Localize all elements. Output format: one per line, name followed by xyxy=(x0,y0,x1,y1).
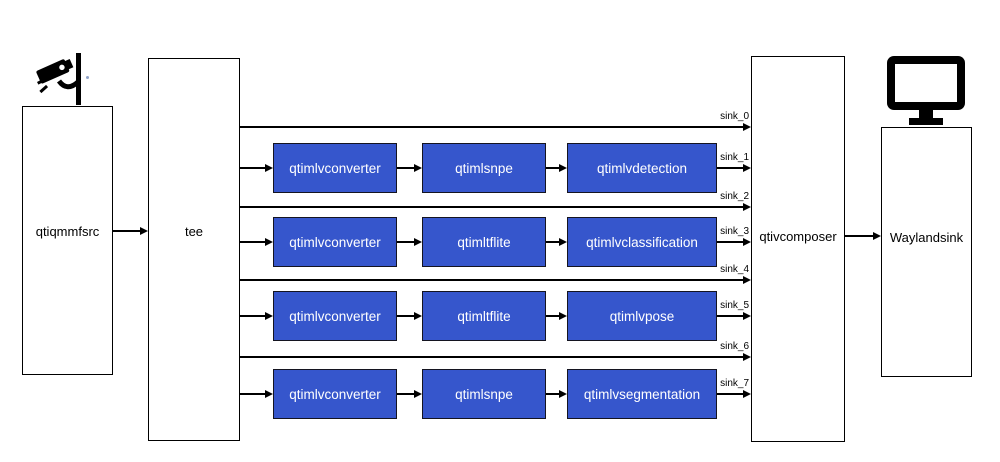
connector-arrow xyxy=(546,390,567,398)
connector-arrow xyxy=(240,164,273,172)
element-label: qtimlvconverter xyxy=(289,308,381,324)
arrowhead-icon xyxy=(743,238,751,246)
branch-line-sink0 xyxy=(240,123,751,131)
arrowhead-icon xyxy=(743,276,751,284)
arrowhead-icon xyxy=(414,238,422,246)
sink-pad-label: sink_1 xyxy=(720,152,749,163)
arrowhead-icon xyxy=(743,312,751,320)
arrowhead-icon xyxy=(873,232,881,240)
node-tee-label: tee xyxy=(184,224,204,239)
node-qtiqmmfsrc: qtiqmmfsrc xyxy=(22,106,113,375)
element-box: qtimltflite xyxy=(422,217,546,267)
branch-line-sink4 xyxy=(240,276,751,284)
element-box: qtimlvsegmentation xyxy=(567,369,717,419)
element-label: qtimlvdetection xyxy=(596,160,688,176)
element-box: qtimlvconverter xyxy=(273,291,397,341)
connector-arrow xyxy=(240,390,273,398)
arrowhead-icon xyxy=(559,390,567,398)
element-label: qtimlvconverter xyxy=(289,160,381,176)
arrowhead-icon xyxy=(559,238,567,246)
arrowhead-icon xyxy=(743,353,751,361)
sink-pad-label: sink_5 xyxy=(720,300,749,311)
connector-arrow xyxy=(397,164,422,172)
arrowhead-icon xyxy=(414,390,422,398)
element-box: qtimlvconverter xyxy=(273,143,397,193)
sink-pad-label: sink_4 xyxy=(720,264,749,275)
element-box: qtimlvdetection xyxy=(567,143,717,193)
element-label: qtimlvconverter xyxy=(289,234,381,250)
connector-arrow xyxy=(717,238,751,246)
element-box: qtimltflite xyxy=(422,291,546,341)
node-waylandsink-label: Waylandsink xyxy=(889,230,964,245)
sink-pad-label: sink_6 xyxy=(720,341,749,352)
arrow-composer-to-sink xyxy=(845,232,881,240)
connector-arrow xyxy=(546,238,567,246)
branch-line-sink6 xyxy=(240,353,751,361)
connector-arrow xyxy=(397,312,422,320)
connector-arrow xyxy=(717,164,751,172)
arrowhead-icon xyxy=(743,123,751,131)
camera-icon xyxy=(36,53,81,105)
node-qtivcomposer: qtivcomposer xyxy=(751,56,845,442)
connector-arrow xyxy=(397,238,422,246)
element-box: qtimlvpose xyxy=(567,291,717,341)
arrowhead-icon xyxy=(743,164,751,172)
arrowhead-icon xyxy=(414,312,422,320)
node-qtivcomposer-label: qtivcomposer xyxy=(759,229,837,244)
connector-arrow xyxy=(240,238,273,246)
arrowhead-icon xyxy=(559,164,567,172)
connector-arrow xyxy=(717,390,751,398)
arrow-source-to-tee xyxy=(113,227,148,235)
node-qtiqmmfsrc-label: qtiqmmfsrc xyxy=(35,224,100,239)
branch-line-sink2 xyxy=(240,203,751,211)
connector-arrow xyxy=(717,312,751,320)
node-tee: tee xyxy=(148,58,240,441)
element-label: qtimlvsegmentation xyxy=(583,386,701,402)
element-label: qtimlvpose xyxy=(609,308,675,324)
sink-pad-label: sink_3 xyxy=(720,226,749,237)
sink-pad-label: sink_0 xyxy=(720,111,749,122)
element-box: qtimlvclassification xyxy=(567,217,717,267)
element-box: qtimlvconverter xyxy=(273,369,397,419)
element-box: qtimlsnpe xyxy=(422,143,546,193)
arrowhead-icon xyxy=(265,164,273,172)
arrowhead-icon xyxy=(265,238,273,246)
element-label: qtimlsnpe xyxy=(455,386,513,402)
dot xyxy=(86,76,89,79)
arrowhead-icon xyxy=(265,312,273,320)
arrowhead-icon xyxy=(140,227,148,235)
arrowhead-icon xyxy=(743,390,751,398)
element-label: qtimlvconverter xyxy=(289,386,381,402)
element-label: qtimlvclassification xyxy=(586,234,698,250)
element-label: qtimltflite xyxy=(457,308,511,324)
element-box: qtimlsnpe xyxy=(422,369,546,419)
arrowhead-icon xyxy=(559,312,567,320)
connector-arrow xyxy=(397,390,422,398)
connector-arrow xyxy=(240,312,273,320)
element-label: qtimltflite xyxy=(457,234,511,250)
element-label: qtimlsnpe xyxy=(455,160,513,176)
arrowhead-icon xyxy=(743,203,751,211)
connector-arrow xyxy=(546,164,567,172)
monitor-icon xyxy=(887,56,965,125)
node-waylandsink: Waylandsink xyxy=(881,127,972,377)
sink-pad-label: sink_7 xyxy=(720,378,749,389)
arrowhead-icon xyxy=(414,164,422,172)
connector-arrow xyxy=(546,312,567,320)
arrowhead-icon xyxy=(265,390,273,398)
sink-pad-label: sink_2 xyxy=(720,191,749,202)
element-box: qtimlvconverter xyxy=(273,217,397,267)
